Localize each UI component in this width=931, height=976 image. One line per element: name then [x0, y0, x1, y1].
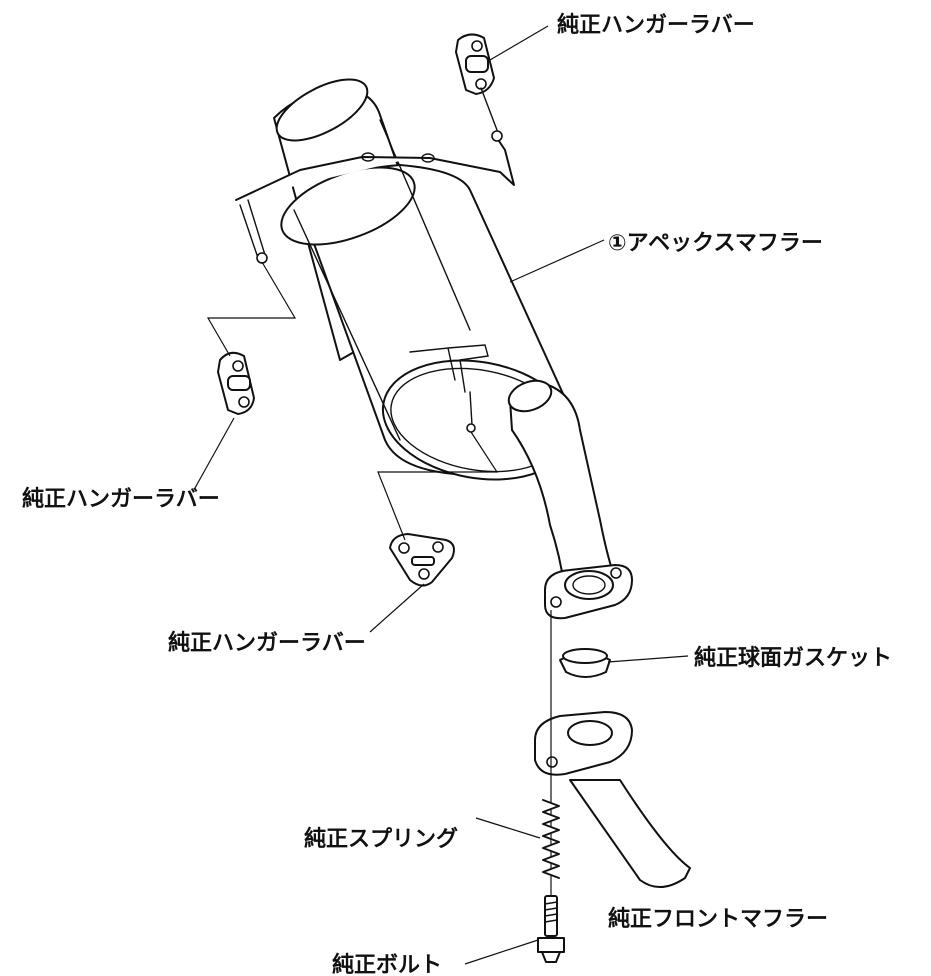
hanger-bracket-rods — [235, 130, 515, 264]
label-front-muffler: 純正フロントマフラー — [608, 906, 828, 932]
label-apex-muffler: ①アペックスマフラー — [608, 231, 823, 256]
apex-muffler — [273, 78, 616, 591]
label-spring: 純正スプリング — [304, 826, 458, 852]
bolt — [537, 895, 565, 963]
spherical-gasket — [559, 648, 611, 678]
spring — [542, 799, 560, 879]
front-muffler — [534, 711, 691, 888]
label-bolt: 純正ボルト — [332, 952, 442, 976]
label-hanger-rubber-left: 純正ハンガーラバー — [22, 486, 220, 512]
leader-lines — [194, 25, 689, 965]
muffler-outlet-flange — [544, 564, 633, 620]
label-hanger-rubber-top: 純正ハンガーラバー — [557, 12, 755, 38]
hanger-rubber-top — [455, 33, 498, 131]
label-spherical-gasket: 純正球面ガスケット — [694, 645, 892, 671]
label-hanger-rubber-center: 純正ハンガーラバー — [168, 630, 366, 656]
hanger-rubber-left — [217, 351, 255, 415]
hanger-rubber-center — [389, 533, 455, 587]
